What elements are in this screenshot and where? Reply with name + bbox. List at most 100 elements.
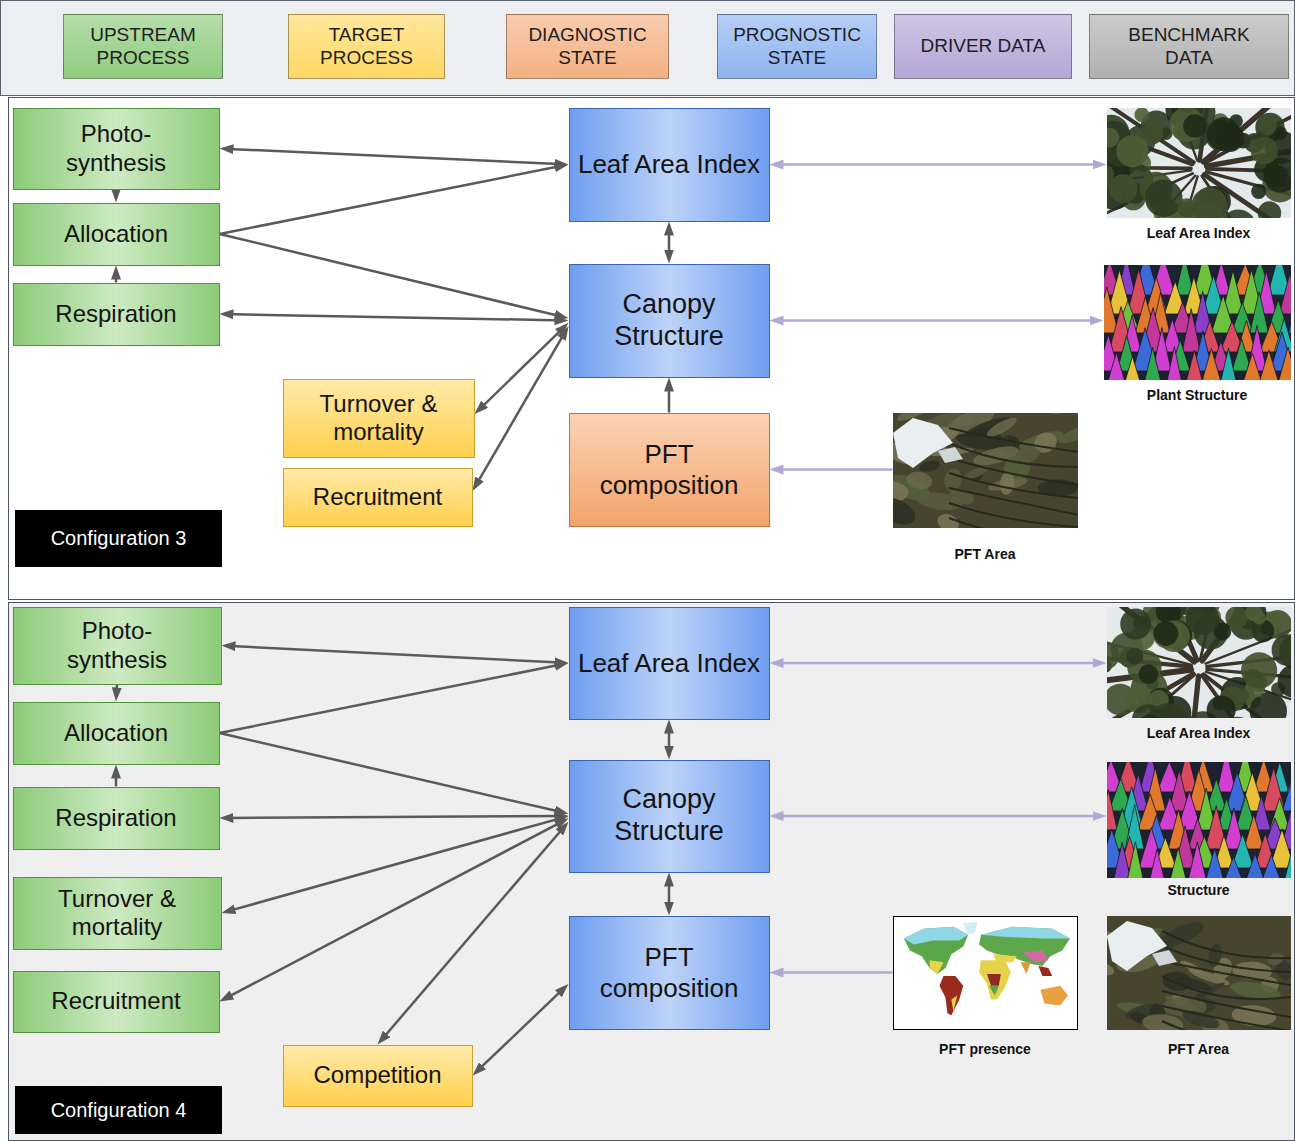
image-caption: PFT presence <box>893 1041 1078 1058</box>
process-box: Turnover & mortality <box>283 379 475 458</box>
illustration-shape <box>1245 607 1262 621</box>
box-label: Photo- synthesis <box>52 617 182 674</box>
state-box: Leaf Area Index <box>569 108 770 222</box>
box-label: Respiration <box>55 300 176 328</box>
box-label: Respiration <box>55 804 176 832</box>
configuration-panel: Configuration 4Photo- synthesisAllocatio… <box>8 602 1295 1141</box>
illustration-shape <box>1177 198 1196 217</box>
data-image: PFT Area <box>1107 916 1291 1058</box>
illustration-shape <box>993 413 1010 414</box>
illustration-shape <box>1225 607 1248 629</box>
legend-swatch: DRIVER DATA <box>894 14 1072 79</box>
image-caption: Structure <box>1107 882 1291 899</box>
illustration-shape <box>1271 634 1290 666</box>
image-caption: Leaf Area Index <box>1107 725 1291 742</box>
process-box: Allocation <box>13 702 220 765</box>
photo-illustration <box>1107 916 1291 1030</box>
box-label: Recruitment <box>51 987 180 1015</box>
illustration-shape <box>1038 966 1052 976</box>
illustration-shape <box>1186 841 1208 877</box>
image-frame <box>1107 108 1291 218</box>
illustration-shape <box>1258 116 1276 134</box>
process-arrow <box>475 330 567 488</box>
illustration-shape <box>1137 714 1162 718</box>
legend-swatch: UPSTREAM PROCESS <box>63 14 223 79</box>
illustration-shape <box>1004 413 1048 414</box>
data-image: Leaf Area Index <box>1107 607 1291 742</box>
photo-illustration <box>1107 108 1291 218</box>
process-arrow <box>224 314 565 320</box>
illustration-shape <box>1126 647 1143 664</box>
process-arrow <box>668 877 671 912</box>
illustration-shape <box>1165 346 1183 380</box>
process-arrow <box>115 190 118 199</box>
illustration-shape <box>1040 985 1068 1005</box>
process-arrow <box>224 816 565 818</box>
image-caption: Plant Structure <box>1104 387 1291 404</box>
illustration-shape <box>1206 695 1235 718</box>
photo-illustration <box>1107 607 1291 718</box>
illustration-shape <box>1288 290 1290 332</box>
illustration-shape <box>1125 841 1144 877</box>
data-link-arrow <box>774 468 893 471</box>
state-box: PFT composition <box>569 413 770 527</box>
process-box: Competition <box>283 1045 473 1107</box>
process-box: Turnover & mortality <box>13 877 222 950</box>
illustration-shape <box>1243 814 1263 849</box>
illustration-shape <box>905 469 933 490</box>
illustration-shape <box>1277 664 1290 697</box>
illustration-shape <box>1162 991 1291 1017</box>
data-image: Structure <box>1107 762 1291 899</box>
illustration-shape <box>1183 114 1206 137</box>
illustration-shape <box>1259 854 1282 877</box>
illustration-shape <box>1204 112 1290 163</box>
illustration-shape <box>1276 347 1291 380</box>
box-label: PFT composition <box>578 942 761 1003</box>
illustration-shape <box>971 442 1020 469</box>
illustration-shape <box>1182 308 1200 351</box>
box-label: Photo- synthesis <box>51 120 181 177</box>
illustration-shape <box>1107 641 1119 670</box>
illustration-shape <box>961 525 1006 527</box>
illustration-shape <box>949 503 1078 527</box>
illustration-shape <box>949 458 1078 485</box>
illustration-shape <box>1145 179 1183 217</box>
illustration-shape <box>1241 652 1277 688</box>
data-link-arrow <box>774 319 1100 322</box>
legend-text: TARGET PROCESS <box>293 24 440 70</box>
photo-illustration <box>893 413 1078 528</box>
illustration-shape <box>951 995 957 1011</box>
process-box: Photo- synthesis <box>13 108 220 190</box>
legend-bar: UPSTREAM PROCESS TARGET PROCESS DIAGNOSTIC… <box>0 0 1295 96</box>
illustration-shape <box>981 926 1070 938</box>
box-label: Recruitment <box>313 483 442 511</box>
illustration-shape <box>1153 621 1178 646</box>
illustration-shape <box>1287 163 1291 179</box>
process-arrow <box>225 817 564 912</box>
legend-swatch: TARGET PROCESS <box>288 14 445 79</box>
process-box: Recruitment <box>13 971 220 1033</box>
image-frame <box>893 916 1078 1030</box>
image-frame <box>1107 916 1291 1030</box>
image-frame <box>893 413 1078 528</box>
image-frame <box>1104 265 1291 380</box>
image-caption: PFT Area <box>1107 1041 1291 1058</box>
process-box: Allocation <box>13 203 220 266</box>
illustration-shape <box>988 985 998 995</box>
legend-swatch: PROGNOSTIC STATE <box>717 14 877 79</box>
process-arrow <box>475 987 565 1073</box>
legend-text: DIAGNOSTIC STATE <box>511 24 664 70</box>
process-arrow <box>477 326 565 412</box>
illustration-shape <box>1107 127 1119 147</box>
illustration-shape <box>1116 135 1148 167</box>
photo-illustration <box>1104 265 1291 380</box>
illustration-shape <box>1174 108 1198 112</box>
illustration-shape <box>1162 946 1291 972</box>
illustration-shape <box>915 489 964 512</box>
process-box: Respiration <box>13 283 220 346</box>
illustration-shape <box>1191 187 1228 218</box>
process-arrow <box>115 270 118 283</box>
box-label: Canopy Structure <box>578 289 761 353</box>
box-label: Leaf Area Index <box>578 648 760 679</box>
